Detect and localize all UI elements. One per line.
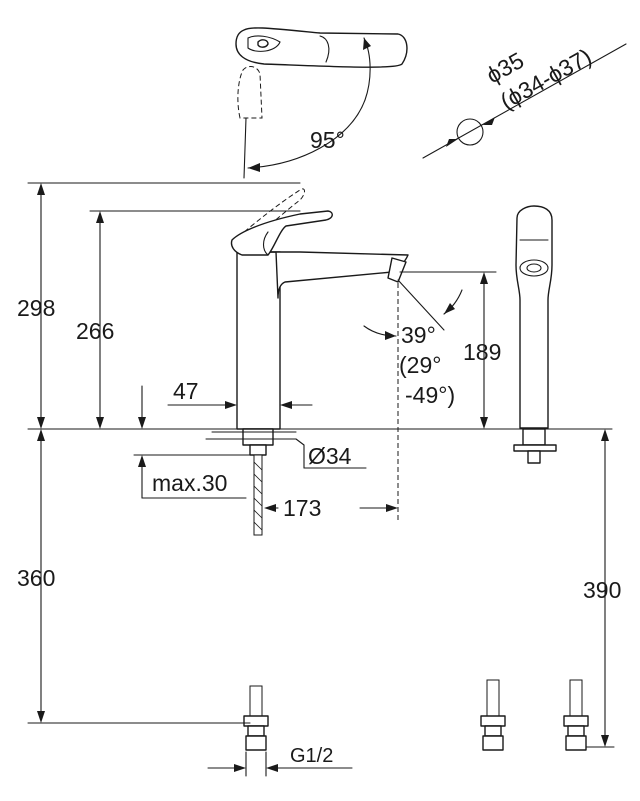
dimension-lines: 298 266 47 189 39° (29° -49°) Ø34 [17,182,621,777]
connectors [243,679,589,751]
hole-diameter-label: Ø34 [308,443,352,469]
spray-range-label-b: -49°) [405,382,455,408]
projection-label: 173 [283,495,321,521]
below-left-label: 360 [17,565,55,591]
connector-left [243,685,269,751]
body-width-label: 47 [173,378,199,404]
handle-angle-label: 95° [310,127,345,153]
connector-right [563,679,589,751]
spout-height-label: 266 [76,318,114,344]
spray-angle-label: 39° [401,322,436,348]
faucet-side-view [205,188,409,536]
thread-label: G1/2 [290,745,333,767]
outlet-height-label: 189 [463,339,501,365]
below-right-label: 390 [583,577,621,603]
hole-spec: ϕ35 (ϕ34-ϕ37) [422,43,627,159]
connector-mid [480,679,506,751]
faucet-front-view [513,205,557,464]
max-thickness-label: max.30 [152,470,227,496]
spray-range-label-a: (29° [399,352,441,378]
total-height-label: 298 [17,295,55,321]
top-view-handle: 95° [235,27,408,179]
